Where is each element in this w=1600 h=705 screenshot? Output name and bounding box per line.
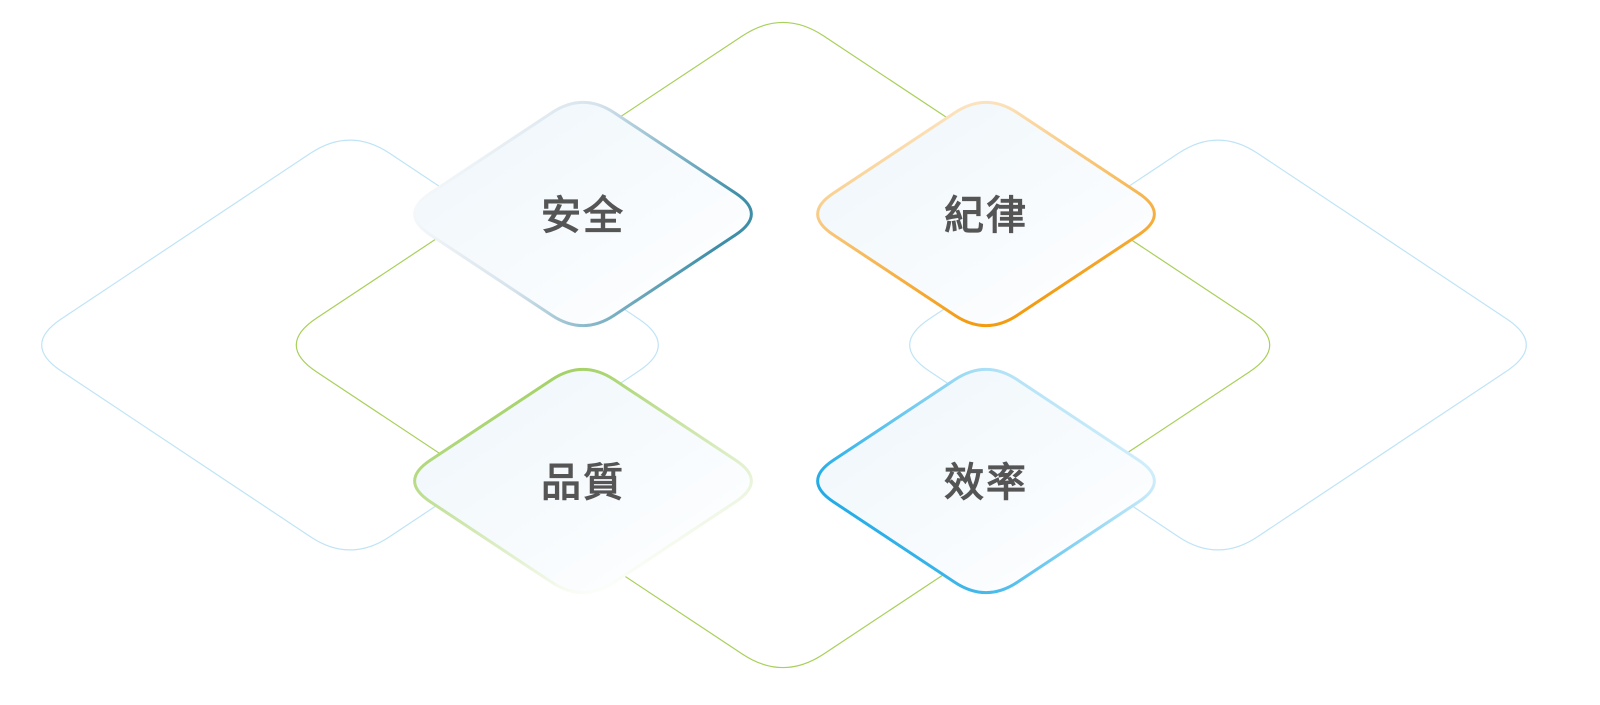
tile-label-quality: 品質: [541, 460, 625, 506]
outline-diamond-left: [41, 139, 659, 551]
tile-safety: [413, 100, 753, 328]
tile-efficiency: [816, 367, 1156, 595]
tile-label-discipline: 紀律: [944, 193, 1028, 239]
tile-quality: [413, 367, 753, 595]
tile-discipline: [816, 100, 1156, 328]
tile-label-efficiency: 效率: [944, 460, 1028, 506]
outline-diamond-right: [909, 139, 1527, 551]
outline-diamond-center: [295, 21, 1271, 669]
tile-label-safety: 安全: [541, 193, 625, 239]
